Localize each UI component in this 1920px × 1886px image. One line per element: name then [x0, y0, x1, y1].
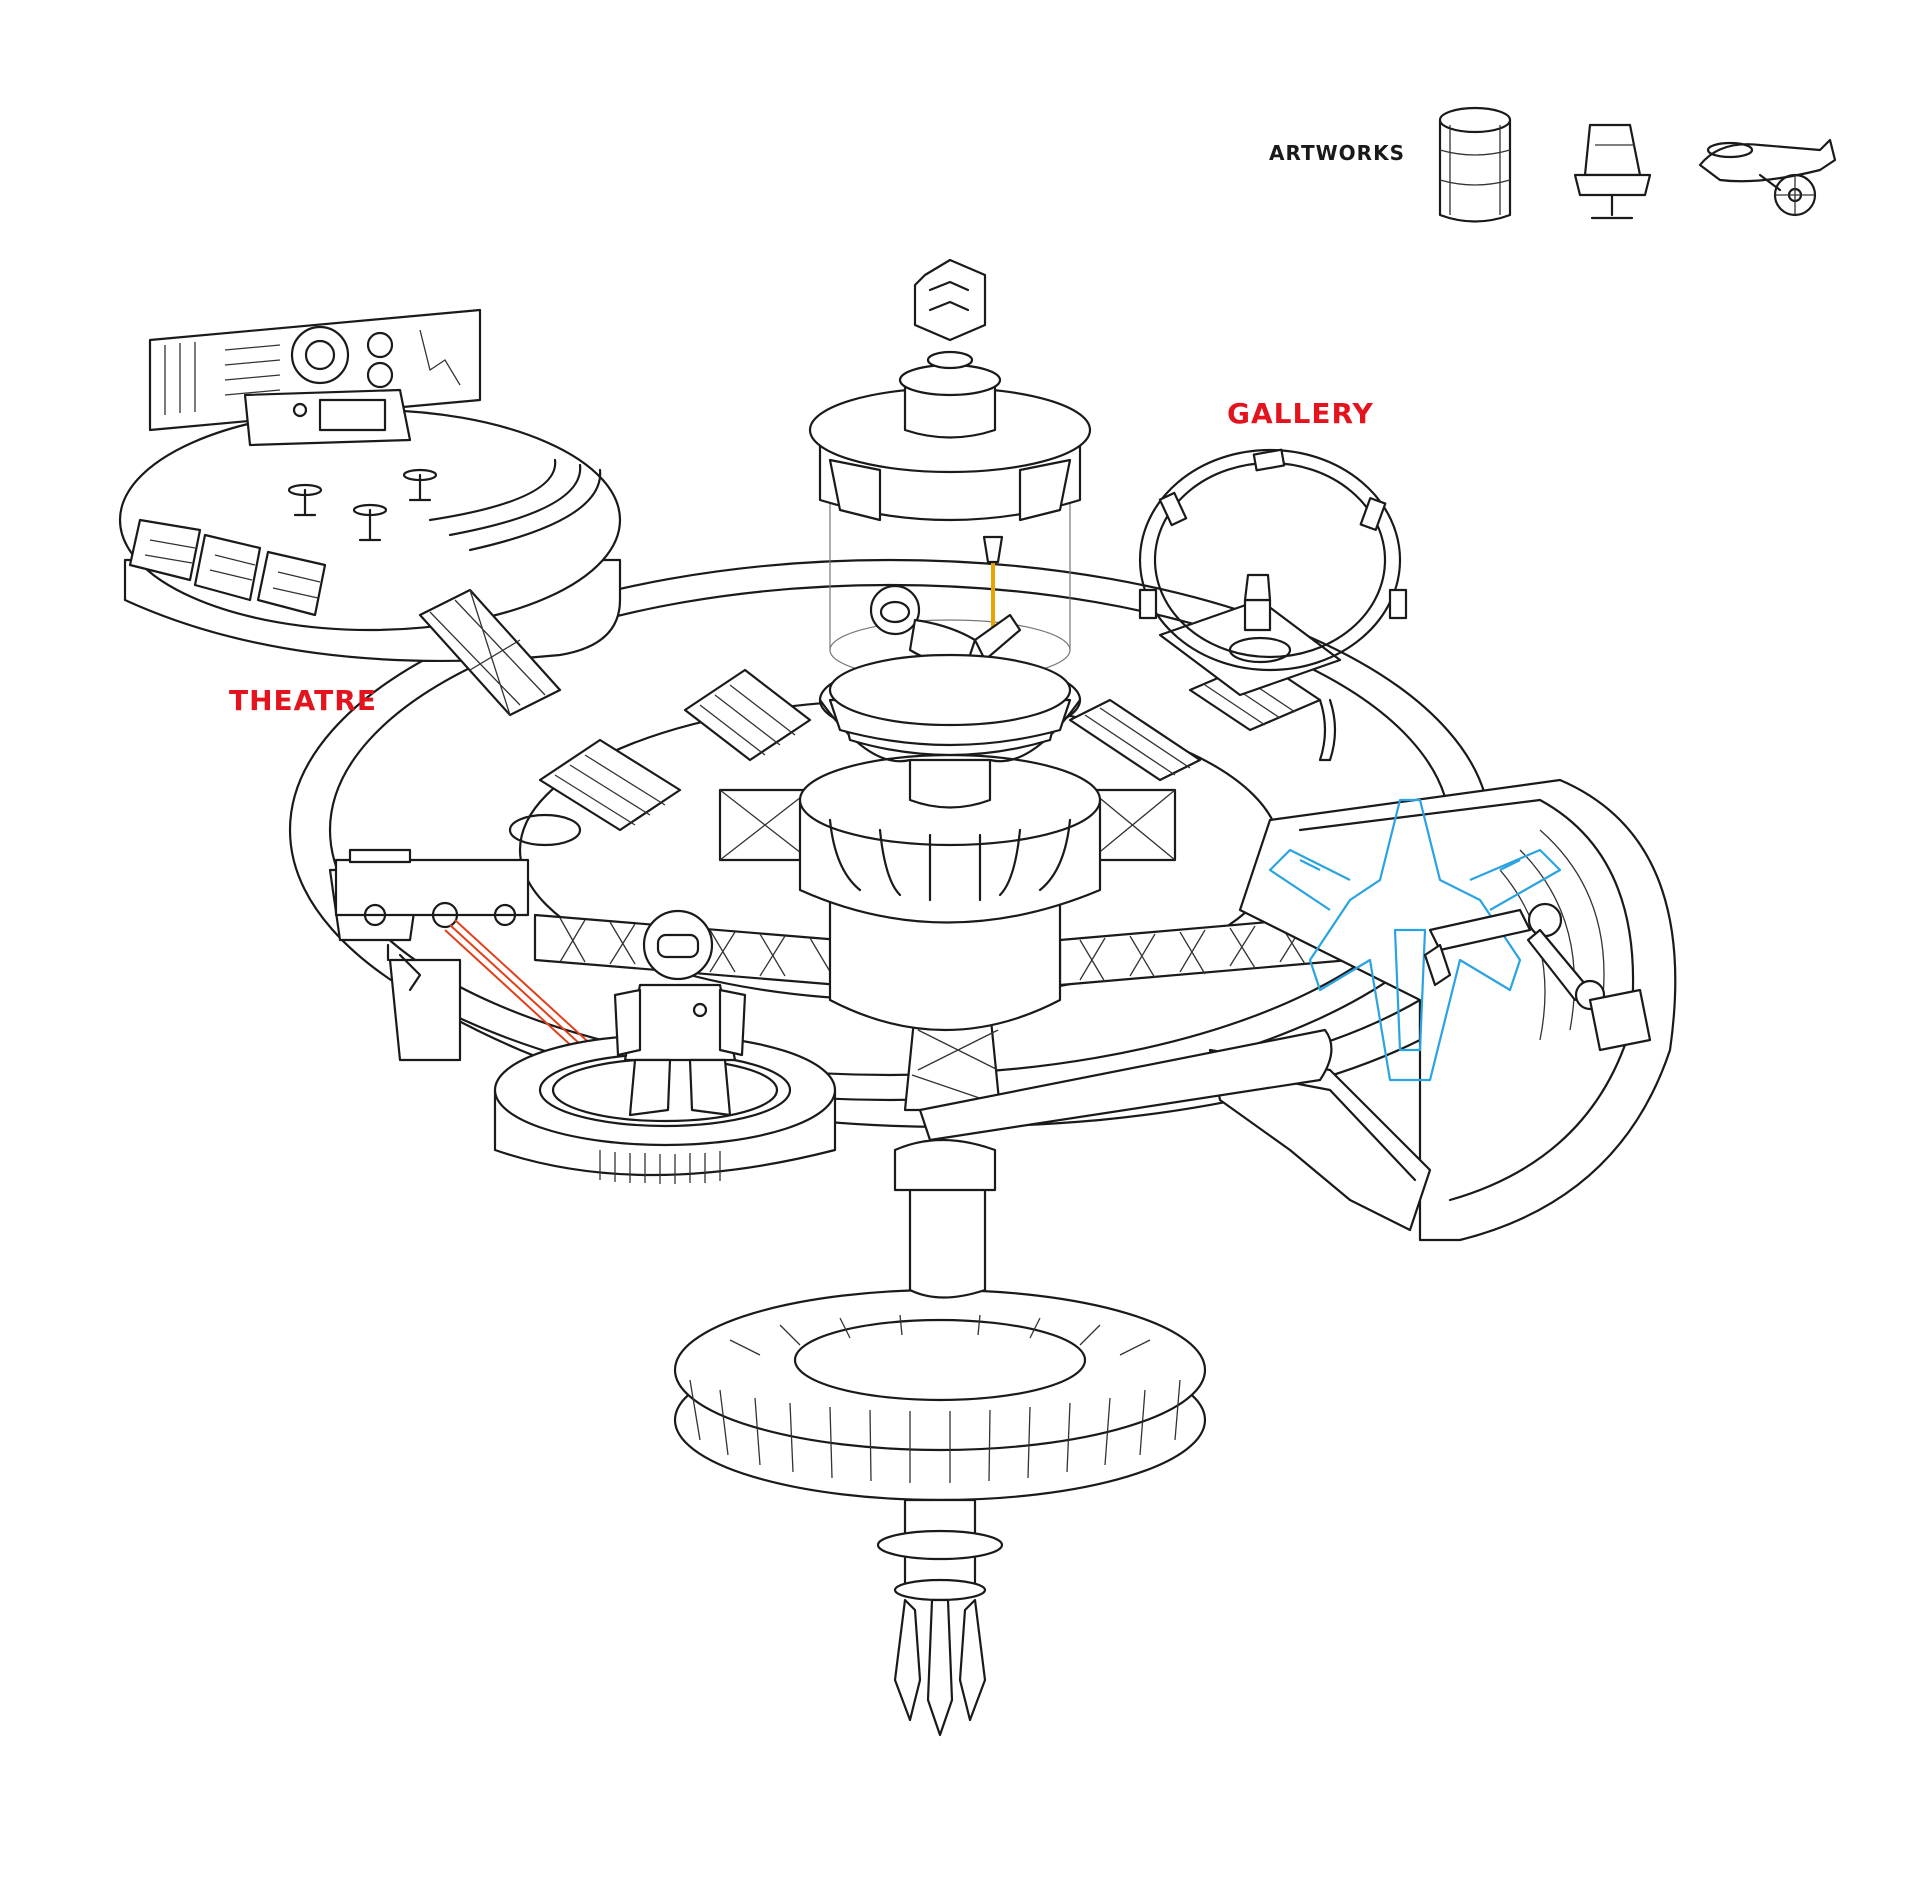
- chair-icon: [1573, 123, 1652, 220]
- central-tower: [808, 258, 1092, 681]
- standing-astronaut: [613, 909, 747, 1117]
- theatre-label: THEATRE: [229, 684, 377, 717]
- central-column: [893, 1138, 997, 1299]
- lower-torus-ring: [673, 1288, 1207, 1502]
- gallery-ring: [1138, 448, 1408, 762]
- hangar-bay: [918, 778, 1677, 1242]
- robot-arm: [1423, 902, 1652, 1052]
- bottom-claw: [876, 1498, 1004, 1737]
- aircraft-icon: [1698, 138, 1837, 217]
- tower-icon: [1438, 106, 1512, 223]
- artworks-legend-title: ARTWORKS: [1269, 141, 1405, 165]
- theatre-truss: [418, 588, 562, 717]
- theatre-platform: [118, 308, 622, 663]
- hologram-aircraft: [1268, 798, 1562, 1082]
- funnel-bowl: [828, 653, 1072, 757]
- projector-rig: [328, 848, 633, 1096]
- gallery-label: GALLERY: [1227, 397, 1374, 430]
